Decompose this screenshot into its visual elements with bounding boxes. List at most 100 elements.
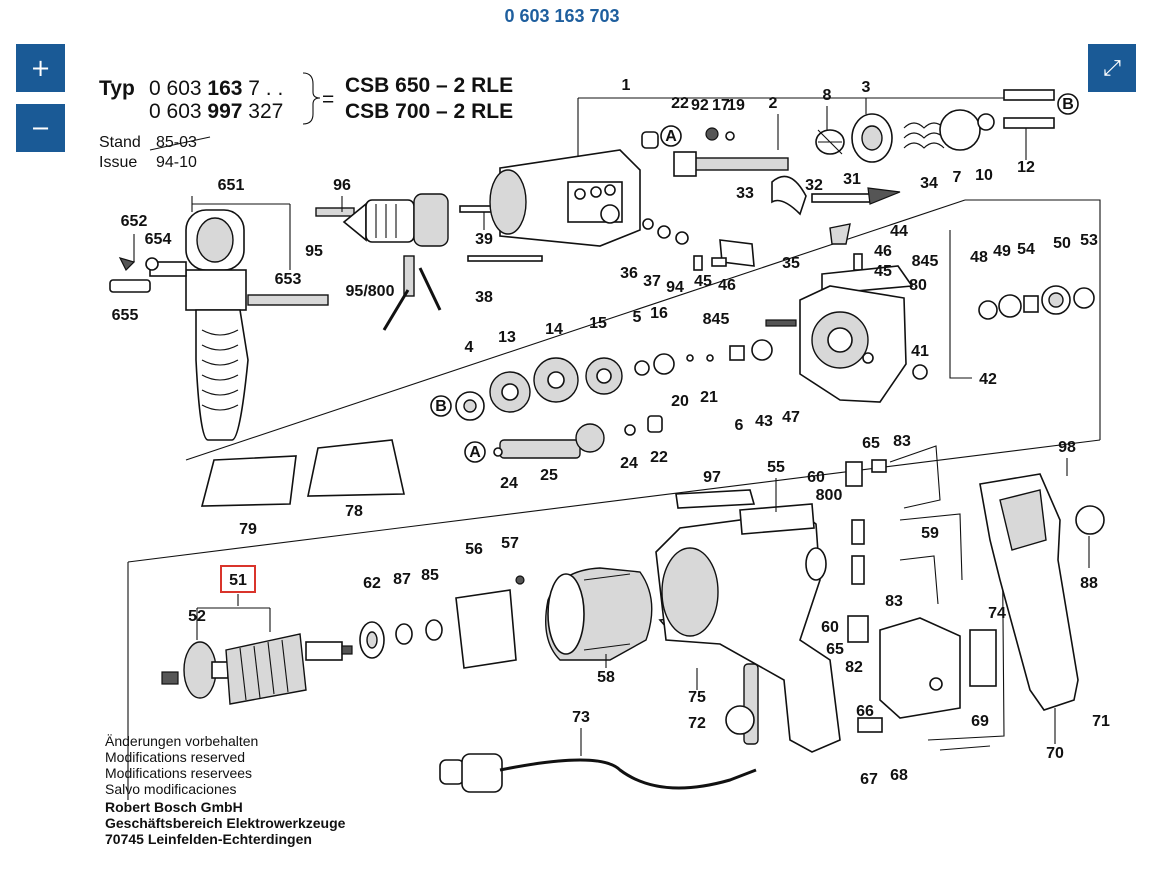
part-label-51[interactable]: 51 [229,572,247,589]
part-label-654[interactable]: 654 [145,231,172,248]
part-label-65-top[interactable]: 65 [862,435,880,452]
fullscreen-button[interactable]: ⤢ [1088,44,1136,92]
part-label-82[interactable]: 82 [845,659,863,676]
part-label-33[interactable]: 33 [736,185,754,202]
part-label-70[interactable]: 70 [1046,745,1064,762]
part-label-95[interactable]: 95 [305,243,323,260]
part-label-651[interactable]: 651 [218,177,245,194]
part-label-46-left[interactable]: 46 [718,277,736,294]
part-label-44[interactable]: 44 [890,223,908,240]
part-label-34[interactable]: 34 [920,175,938,192]
part-label-78[interactable]: 78 [345,503,363,520]
part-label-69[interactable]: 69 [971,713,989,730]
part-label-60-top[interactable]: 60 [807,469,825,486]
part-label-75[interactable]: 75 [688,689,706,706]
part-label-25[interactable]: 25 [540,467,558,484]
part-label-98[interactable]: 98 [1058,439,1076,456]
part-label-21[interactable]: 21 [700,389,718,406]
part-label-50[interactable]: 50 [1053,235,1071,252]
part-label-36[interactable]: 36 [620,265,638,282]
collapse-icon: ⤢ [1103,55,1121,81]
footer-line-1: Änderungen vorbehalten [105,733,258,749]
part-label-13[interactable]: 13 [498,329,516,346]
part-label-24-left[interactable]: 24 [500,475,518,492]
part-label-32[interactable]: 32 [805,177,823,194]
part-label-58[interactable]: 58 [597,669,615,686]
part-label-56[interactable]: 56 [465,541,483,558]
part-label-655[interactable]: 655 [112,307,139,324]
part-label-653[interactable]: 653 [275,271,302,288]
part-label-41[interactable]: 41 [911,343,929,360]
part-label-800[interactable]: 800 [816,487,843,504]
part-label-96[interactable]: 96 [333,177,351,194]
zoom-in-button[interactable]: + [16,44,65,92]
part-label-7[interactable]: 7 [953,169,962,186]
part-label-5[interactable]: 5 [633,309,642,326]
footer-line-4: Salvo modificaciones [105,781,237,797]
part-label-54[interactable]: 54 [1017,241,1035,258]
part-label-24-right[interactable]: 24 [620,455,638,472]
part-label-72[interactable]: 72 [688,715,706,732]
part-label-15[interactable]: 15 [589,315,607,332]
part-label-83-top[interactable]: 83 [893,433,911,450]
part-label-43[interactable]: 43 [755,413,773,430]
part-label-17[interactable]: 17 [712,97,730,114]
part-label-60-lower[interactable]: 60 [821,619,839,636]
part-label-20[interactable]: 20 [671,393,689,410]
part-label-6[interactable]: 6 [735,417,744,434]
part-label-4[interactable]: 4 [465,339,474,356]
part-label-53[interactable]: 53 [1080,232,1098,249]
part-label-85[interactable]: 85 [421,567,439,584]
part-label-92[interactable]: 92 [691,97,709,114]
part-label-22-lower[interactable]: 22 [650,449,668,466]
part-label-1[interactable]: 1 [622,77,631,94]
part-label-2[interactable]: 2 [769,95,778,112]
part-label-39[interactable]: 39 [475,231,493,248]
part-label-65-lower[interactable]: 65 [826,641,844,658]
part-label-66[interactable]: 66 [856,703,874,720]
part-label-845-left[interactable]: 845 [703,311,730,328]
part-label-19[interactable]: 19 [727,97,745,114]
part-label-31[interactable]: 31 [843,171,861,188]
part-label-45-right[interactable]: 45 [874,263,892,280]
part-label-67[interactable]: 67 [860,771,878,788]
part-label-45-left[interactable]: 45 [694,273,712,290]
part-label-12[interactable]: 12 [1017,159,1035,176]
company-line-3: 70745 Leinfelden-Echterdingen [105,831,312,847]
part-label-8[interactable]: 8 [823,87,832,104]
part-label-47[interactable]: 47 [782,409,800,426]
part-label-95-800[interactable]: 95/800 [346,283,395,300]
part-label-37[interactable]: 37 [643,273,661,290]
part-label-73[interactable]: 73 [572,709,590,726]
part-label-87[interactable]: 87 [393,571,411,588]
side-handle [109,209,329,441]
part-label-652[interactable]: 652 [121,213,148,230]
part-label-48[interactable]: 48 [970,249,988,266]
part-label-71[interactable]: 71 [1092,713,1110,730]
part-label-55[interactable]: 55 [767,459,785,476]
part-label-14[interactable]: 14 [545,321,563,338]
part-label-97[interactable]: 97 [703,469,721,486]
part-label-38[interactable]: 38 [475,289,493,306]
part-label-83-lower[interactable]: 83 [885,593,903,610]
part-label-68[interactable]: 68 [890,767,908,784]
part-label-3[interactable]: 3 [862,79,871,96]
top-right-parts [771,89,1078,216]
part-label-845-right[interactable]: 845 [912,253,939,270]
part-label-94[interactable]: 94 [666,279,684,296]
part-label-59[interactable]: 59 [921,525,939,542]
part-label-88[interactable]: 88 [1080,575,1098,592]
part-label-16[interactable]: 16 [650,305,668,322]
part-label-57[interactable]: 57 [501,535,519,552]
part-label-49[interactable]: 49 [993,243,1011,260]
part-label-79[interactable]: 79 [239,521,257,538]
zoom-out-button[interactable]: − [16,104,65,152]
part-label-35[interactable]: 35 [782,255,800,272]
part-label-62[interactable]: 62 [363,575,381,592]
part-label-42[interactable]: 42 [979,371,997,388]
part-label-10[interactable]: 10 [975,167,993,184]
part-label-46-right[interactable]: 46 [874,243,892,260]
part-label-80[interactable]: 80 [909,277,927,294]
part-label-22[interactable]: 22 [671,95,689,112]
part-label-74[interactable]: 74 [988,605,1006,622]
